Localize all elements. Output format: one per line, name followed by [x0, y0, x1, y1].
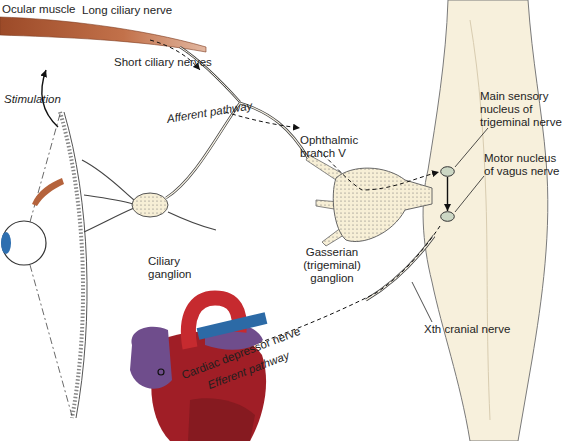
- pathway-label: Afferent pathway: [166, 99, 253, 125]
- nucleus-node: Main sensory nucleus of trigeminal nerve: [440, 166, 455, 177]
- pulmonary-vessel: [198, 318, 266, 334]
- vagus-nerve: [366, 236, 434, 300]
- zoom-line: [30, 114, 60, 222]
- nerve-label: Ophthalmic branch V: [300, 134, 366, 160]
- nucleus-oval: [441, 167, 455, 177]
- nerve-label: Xth cranial nerve: [424, 323, 510, 336]
- vagus-nerve-core: [366, 236, 434, 300]
- nerve-label: Short ciliary nerves: [114, 56, 212, 69]
- orbit-wall: [60, 112, 83, 418]
- heart-shade: [188, 398, 255, 441]
- right-atrium: [130, 327, 172, 389]
- long-ciliary-nerve: [180, 47, 240, 102]
- brainstem-groove: [470, 20, 490, 420]
- brainstem: [423, 0, 548, 441]
- nucleus-oval: [441, 212, 455, 222]
- sinoatrial-node: [158, 369, 164, 375]
- leader-line: [455, 176, 484, 212]
- orbit-wall-edge: [64, 112, 87, 418]
- ganglion-label: Gasserian (trigeminal) ganglion: [296, 246, 368, 285]
- pathway-label: Stimulation: [4, 93, 61, 106]
- ciliary-ganglion: [132, 193, 168, 217]
- ganglion-root: [168, 212, 216, 230]
- ocular-muscle: [0, 17, 206, 52]
- short-ciliary-nerve: [84, 195, 133, 204]
- leader-line: [455, 128, 488, 167]
- iris: [1, 232, 11, 254]
- ganglion-label: Ciliary ganglion: [148, 255, 202, 281]
- zoom-line: [30, 265, 72, 416]
- nucleus-label: Main sensory nucleus of trigeminal nerve: [480, 90, 566, 129]
- connector-arrow: [447, 177, 448, 211]
- muscle-label: Ocular muscle: [2, 3, 76, 16]
- short-ciliary-nerve: [84, 208, 134, 232]
- long-ciliary-nerve-core: [180, 47, 240, 102]
- nucleus-node: Motor nucleus of vagus nerve: [440, 211, 455, 222]
- eyeball: [2, 221, 46, 265]
- eye-muscle-insertion: [32, 178, 64, 206]
- nucleus-outline: [440, 166, 455, 177]
- nucleus-label: Motor nucleus of vagus nerve: [484, 152, 566, 178]
- short-ciliary-nerve: [82, 160, 134, 200]
- nucleus-outline: [440, 211, 455, 222]
- leader-line: [412, 282, 432, 322]
- nerve-label: Long ciliary nerve: [82, 4, 172, 17]
